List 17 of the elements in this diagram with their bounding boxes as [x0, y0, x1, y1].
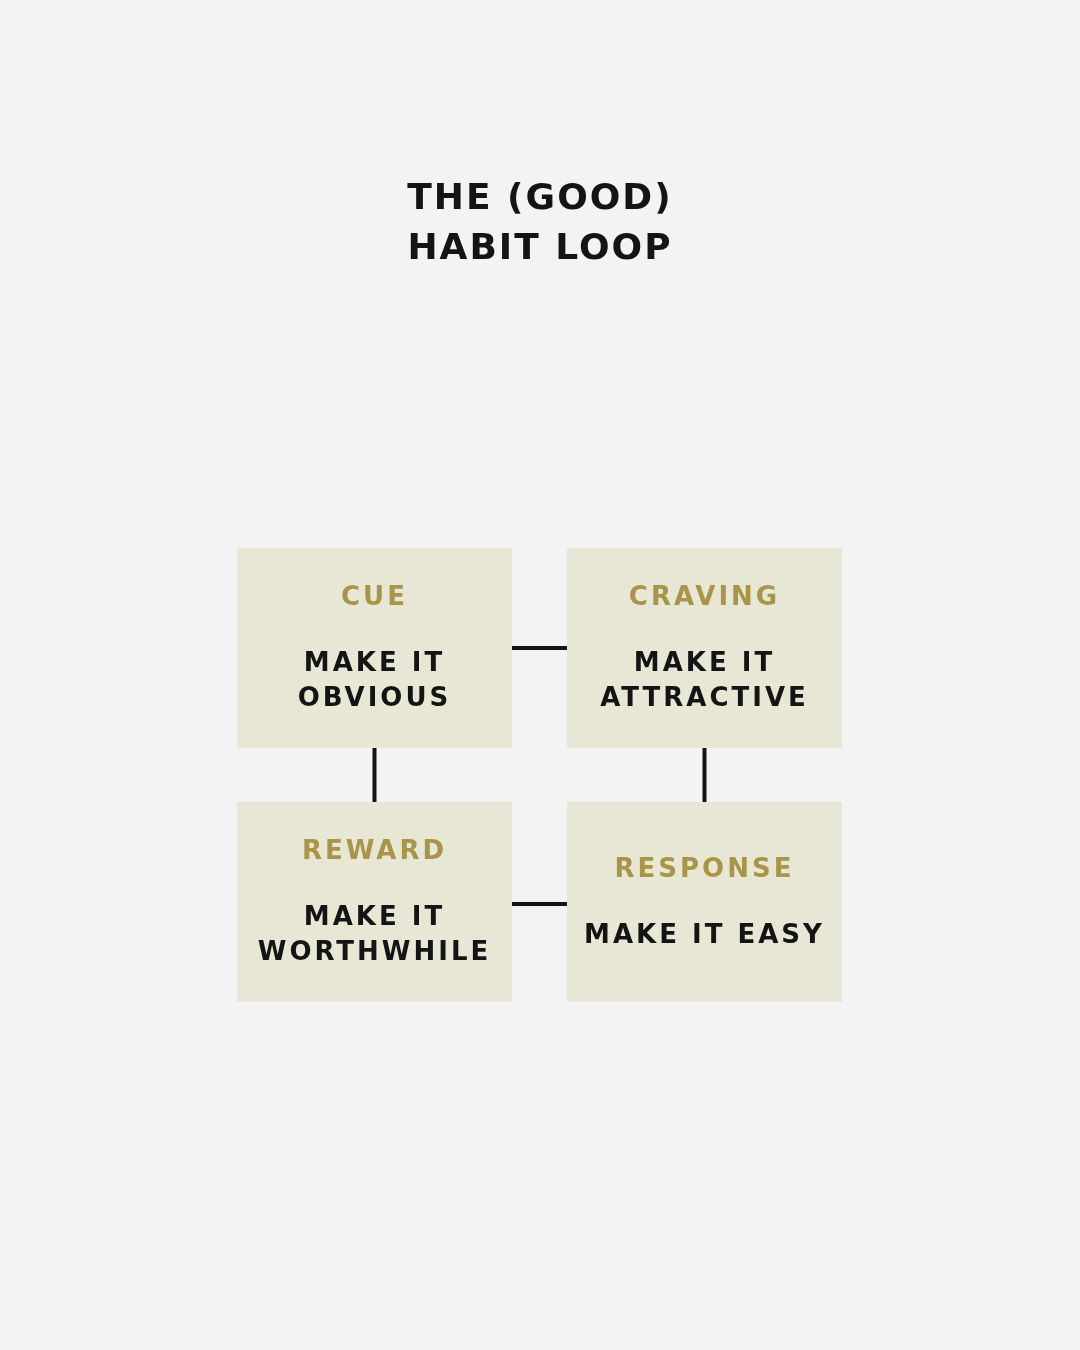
stage-box — [567, 802, 842, 1002]
connector-line — [512, 902, 567, 906]
stage-description: MAKE IT EASY — [583, 917, 826, 951]
connector-line — [372, 748, 377, 802]
stage-heading: REWARD — [302, 835, 447, 865]
stage-description: MAKE IT OBVIOUS — [296, 646, 453, 714]
connector-line — [512, 646, 567, 650]
stage-box — [237, 802, 512, 1002]
stage-heading: CRAVING — [628, 581, 781, 611]
connector-line — [702, 748, 707, 802]
diagram-title: THE (GOOD) HABIT LOOP — [406, 175, 674, 269]
stage-box — [567, 548, 842, 748]
stage-description: MAKE IT WORTHWHILE — [256, 900, 493, 968]
stage-heading: CUE — [341, 581, 408, 611]
stage-heading: RESPONSE — [614, 852, 795, 883]
stage-box — [237, 548, 512, 748]
stage-description: MAKE IT ATTRACTIVE — [599, 646, 810, 714]
